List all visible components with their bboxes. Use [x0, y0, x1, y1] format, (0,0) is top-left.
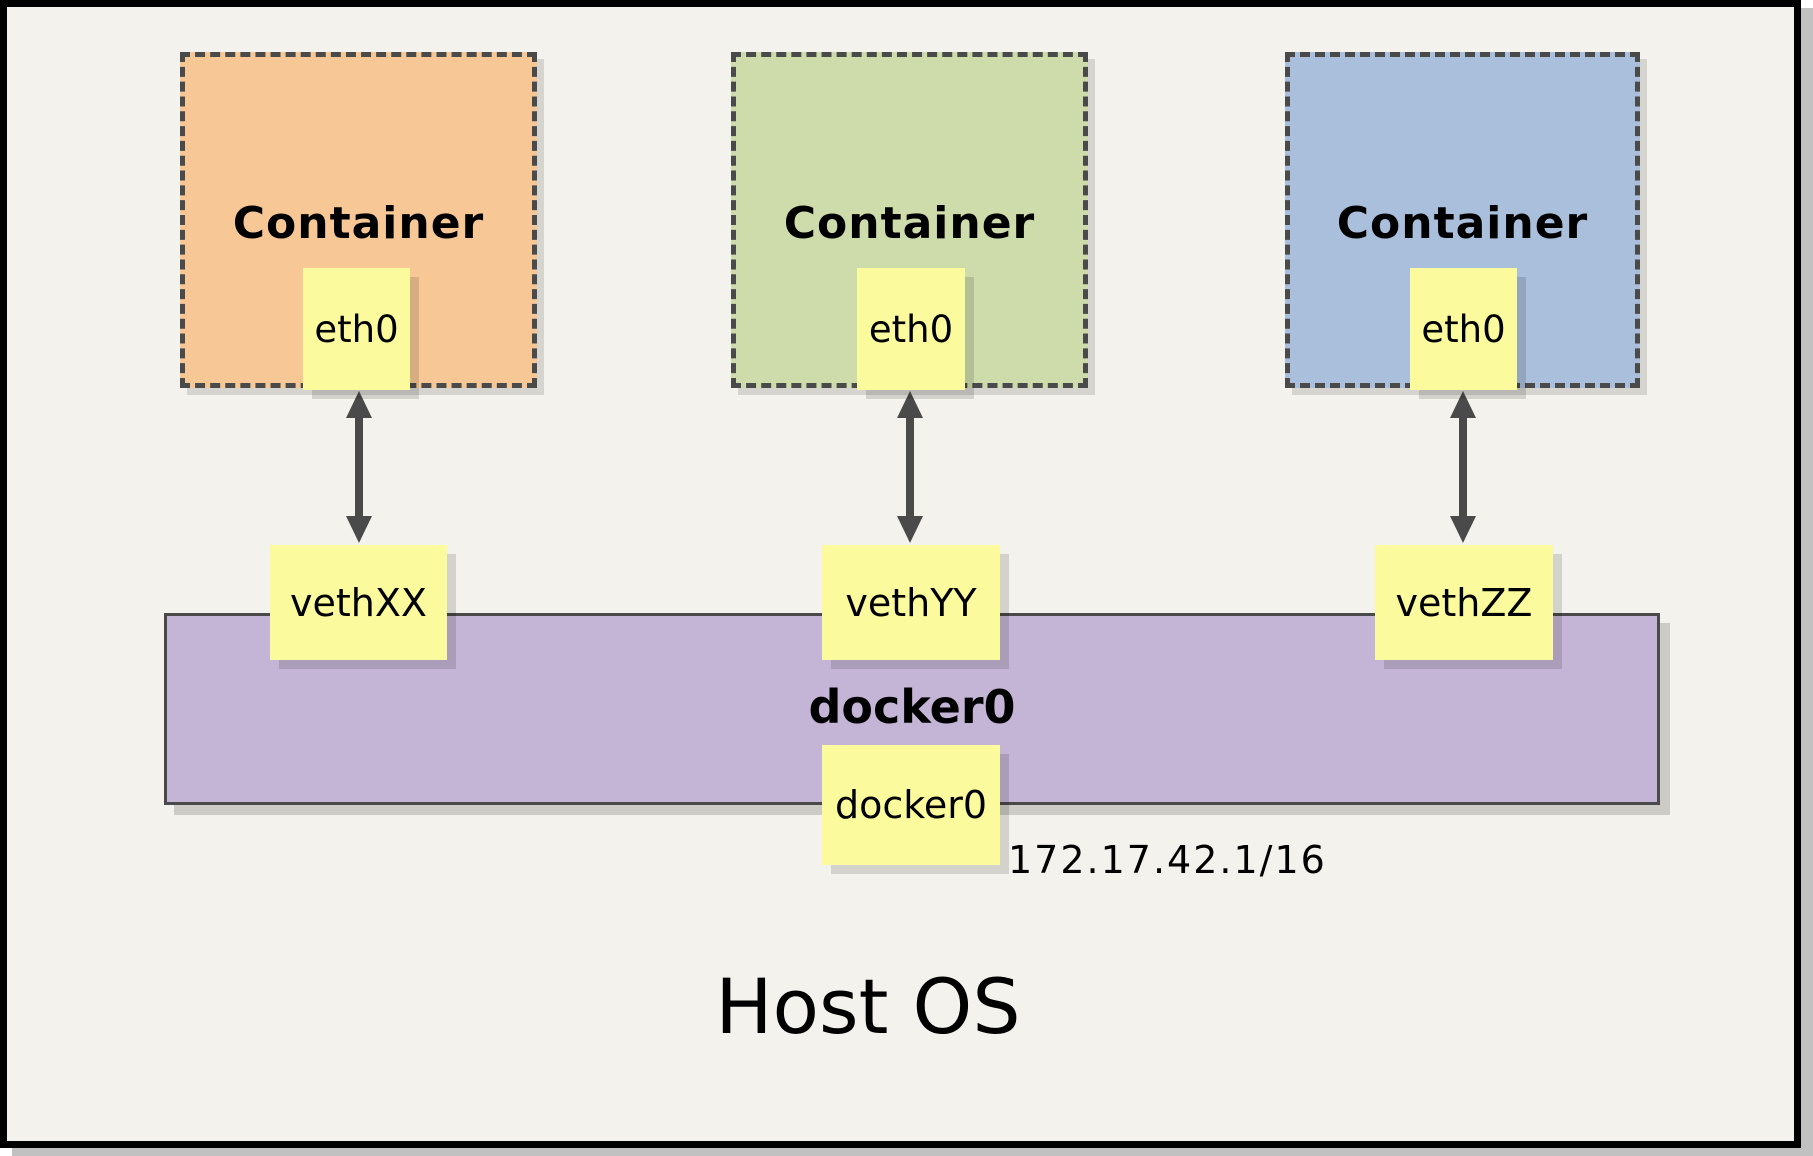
container-3-eth0-box: eth0 — [1410, 268, 1517, 390]
vethyy-box: vethYY — [822, 545, 1000, 660]
docker0-bridge-label: docker0 — [808, 680, 1016, 734]
docker0-interface-label: docker0 — [834, 783, 988, 827]
container-1-eth0-box: eth0 — [303, 268, 410, 390]
container-3-eth0-label: eth0 — [1421, 307, 1506, 351]
bridge-ip-label: 172.17.42.1/16 — [1008, 838, 1327, 882]
container-1-label: Container — [232, 198, 485, 249]
vethxx-box: vethXX — [270, 545, 447, 660]
veth-link-arrow-icon — [346, 391, 372, 543]
container-2-label: Container — [783, 198, 1036, 249]
veth-link-arrow-icon — [897, 391, 923, 543]
container-3-label: Container — [1336, 198, 1589, 249]
host-os-label: Host OS — [715, 962, 1021, 1051]
container-1-eth0-label: eth0 — [314, 307, 399, 351]
vethxx-label: vethXX — [290, 580, 427, 625]
vethzz-label: vethZZ — [1395, 580, 1533, 625]
vethzz-box: vethZZ — [1375, 545, 1553, 660]
veth-link-arrow-icon — [1450, 391, 1476, 543]
container-2-eth0-label: eth0 — [868, 307, 954, 351]
vethyy-label: vethYY — [845, 580, 977, 625]
docker0-interface-box: docker0 — [822, 745, 1000, 865]
container-2-eth0-box: eth0 — [857, 268, 965, 390]
